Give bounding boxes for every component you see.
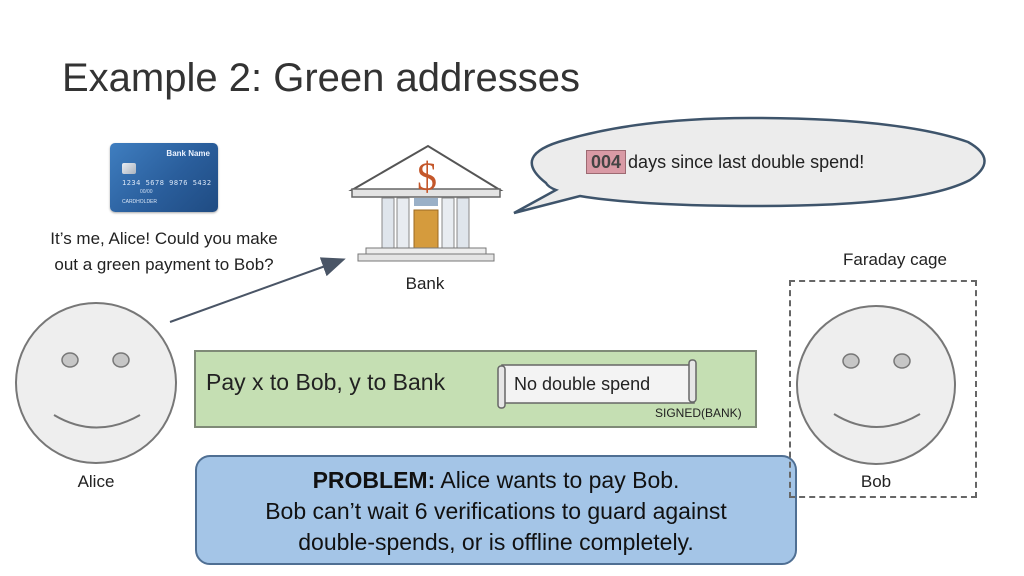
- card-expiry: 00/00: [140, 189, 153, 195]
- faraday-cage-box: [789, 280, 977, 498]
- credit-card-icon: Bank Name 1234 5678 9876 5432 00/00 CARD…: [110, 143, 218, 212]
- card-chip: [122, 163, 136, 174]
- signature-label: SIGNED(BANK): [655, 406, 742, 420]
- card-number: 1234 5678 9876 5432: [122, 179, 212, 187]
- dollar-sign-icon: $: [417, 154, 437, 199]
- problem-line-1: PROBLEM: Alice wants to pay Bob.: [195, 465, 797, 496]
- bank-speech-bubble: [513, 116, 986, 215]
- scroll-text: No double spend: [514, 374, 651, 394]
- bob-label: Bob: [860, 472, 892, 491]
- bank-building-icon: [348, 144, 504, 262]
- problem-heading: PROBLEM:: [312, 467, 436, 493]
- alice-request-text: It’s me, Alice! Could you make out a gre…: [14, 226, 314, 278]
- faraday-cage-label: Faraday cage: [843, 250, 947, 269]
- problem-line-1-text: Alice wants to pay Bob.: [435, 467, 680, 493]
- scroll-icon: [497, 359, 697, 409]
- bob-face-icon: [796, 305, 956, 465]
- double-spend-counter: 004: [586, 150, 627, 174]
- alice-face-icon: [15, 302, 177, 464]
- bank-label: Bank: [405, 274, 445, 293]
- transaction-text: Pay x to Bob, y to Bank: [206, 369, 446, 395]
- problem-box: [195, 455, 797, 565]
- bank-speech-message: days since last double spend!: [628, 151, 865, 172]
- alice-request-line-1: It’s me, Alice! Could you make: [50, 229, 278, 248]
- alice-request-line-2: out a green payment to Bob?: [54, 255, 274, 274]
- slide-title: Example 2: Green addresses: [62, 56, 581, 100]
- request-arrow: [169, 257, 346, 323]
- problem-line-3: double-spends, or is offline completely.: [298, 529, 694, 555]
- alice-label: Alice: [77, 472, 115, 491]
- bank-door: [413, 209, 439, 249]
- problem-line-2: Bob can’t wait 6 verifications to guard …: [265, 498, 727, 524]
- card-bank-name: Bank Name: [166, 149, 210, 158]
- bank-speech-text: 004 days since last double spend!: [586, 150, 864, 174]
- problem-text: PROBLEM: Alice wants to pay Bob. Bob can…: [195, 465, 797, 558]
- card-holder: CARDHOLDER: [122, 199, 158, 205]
